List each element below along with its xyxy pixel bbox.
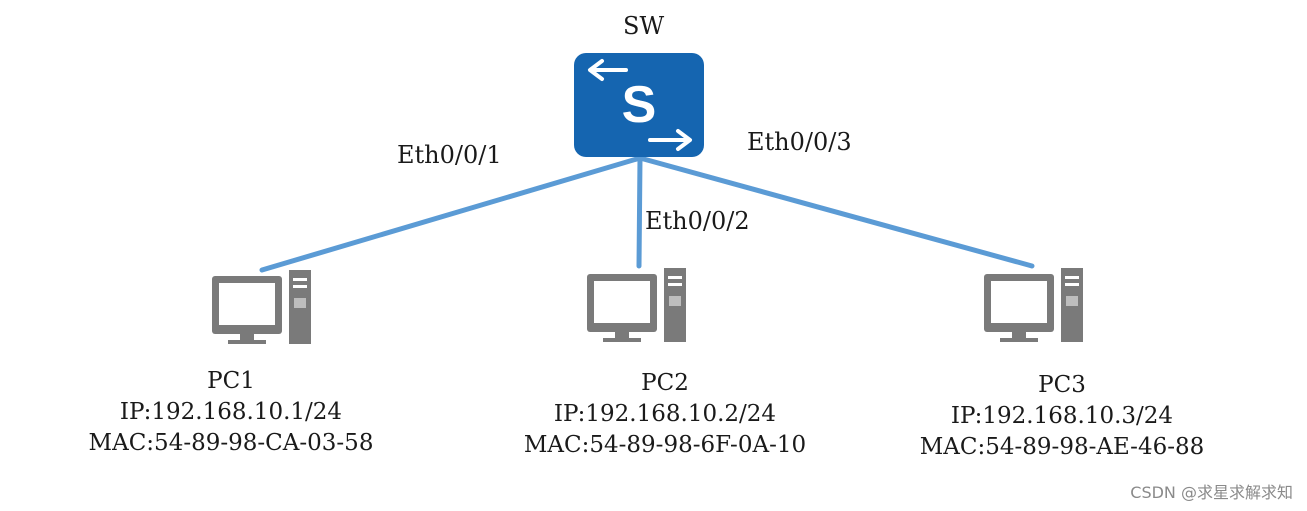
pc3-ip: IP:192.168.10.3/24 — [950, 403, 1174, 429]
pc3-info: PC3 IP:192.168.10.3/24 MAC:54-89-98-AE-4… — [891, 370, 1233, 463]
pc3-mac: MAC:54-89-98-AE-46-88 — [919, 434, 1205, 460]
pc3-icon — [984, 268, 1083, 342]
pc1-name: PC1 — [207, 368, 255, 394]
pc1-info: PC1 IP:192.168.10.1/24 MAC:54-89-98-CA-0… — [60, 366, 402, 459]
pc2-ip: IP:192.168.10.2/24 — [553, 401, 777, 427]
pc2-info: PC2 IP:192.168.10.2/24 MAC:54-89-98-6F-0… — [494, 368, 836, 461]
pc1-mac: MAC:54-89-98-CA-03-58 — [88, 430, 374, 456]
pc2-mac: MAC:54-89-98-6F-0A-10 — [523, 432, 807, 458]
port-label-eth0-0-2: Eth0/0/2 — [645, 207, 750, 235]
switch-glyph: S — [622, 76, 657, 134]
switch-icon: S — [574, 53, 704, 157]
link-sw-pc2 — [636, 155, 643, 269]
port-label-eth0-0-1: Eth0/0/1 — [397, 141, 502, 169]
pc1-ip: IP:192.168.10.1/24 — [119, 399, 343, 425]
pc3-name: PC3 — [1038, 372, 1086, 398]
link-sw-pc3 — [637, 155, 1035, 269]
link-sw-pc1 — [259, 155, 643, 273]
pc2-icon — [587, 268, 686, 342]
pc1-icon — [212, 270, 311, 344]
switch-name: SW — [623, 12, 665, 40]
watermark: CSDN @求星求解求知 — [1130, 483, 1293, 502]
port-label-eth0-0-3: Eth0/0/3 — [747, 128, 852, 156]
pc2-name: PC2 — [641, 370, 689, 396]
